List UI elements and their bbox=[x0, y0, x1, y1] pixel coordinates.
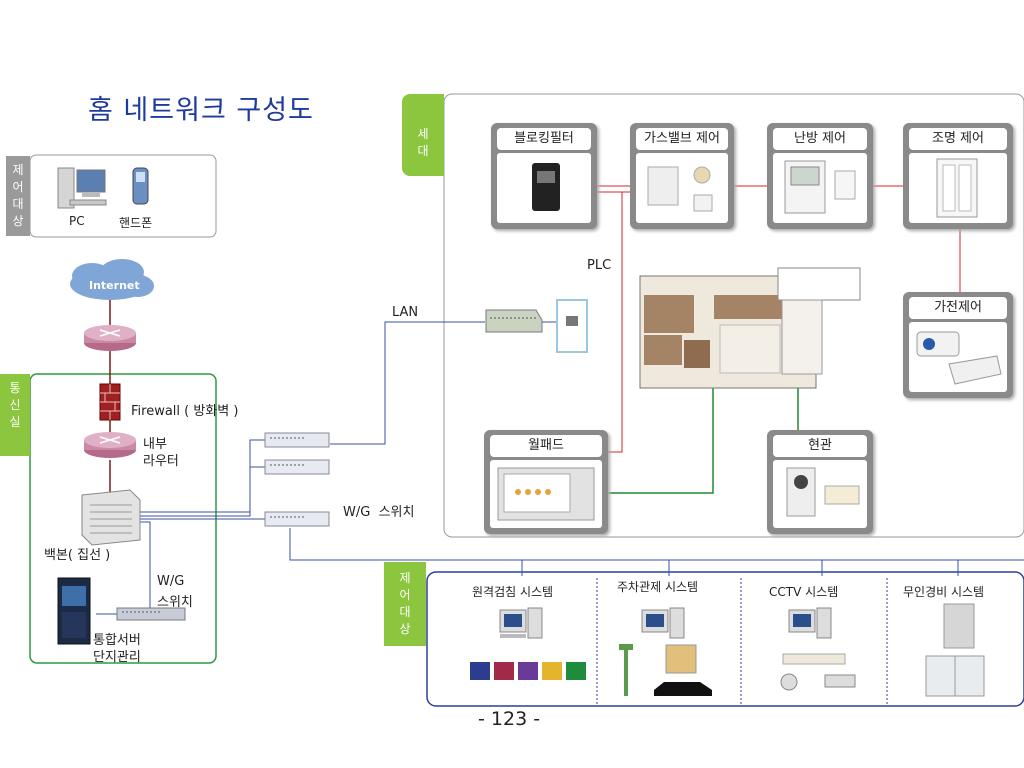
page-title: 홈 네트워크 구성도 bbox=[88, 95, 314, 126]
backbone-label: 백본( 집선 ) bbox=[44, 548, 111, 563]
blocking-filter-title: 블로킹필터 bbox=[497, 128, 591, 150]
wallpad-title: 월패드 bbox=[490, 435, 602, 457]
wg-switch-right-label: W/G 스위치 bbox=[343, 505, 415, 520]
entrance-title: 현관 bbox=[773, 435, 867, 457]
household-frame bbox=[443, 93, 1024, 538]
appliance-card: 가전제어 bbox=[903, 292, 1013, 398]
inner-router-label-2: 라우터 bbox=[143, 454, 179, 469]
thermostat-icon bbox=[784, 160, 856, 214]
blocking-filter-card: 블로킹필터 bbox=[491, 123, 597, 229]
server-label-2: 단지관리 bbox=[93, 650, 141, 665]
page-number: - 123 - bbox=[478, 708, 541, 730]
wallpad-icon bbox=[497, 467, 595, 521]
system-title-cctv: CCTV 시스템 bbox=[769, 585, 839, 599]
lighting-card: 조명 제어 bbox=[903, 123, 1013, 229]
system-title-metering: 원격검침 시스템 bbox=[472, 585, 554, 599]
gas-valve-title: 가스밸브 제어 bbox=[636, 128, 728, 150]
blocking-filter-icon bbox=[532, 163, 560, 211]
server-label-1: 통합서버 bbox=[93, 633, 141, 648]
firewall-label: Firewall ( 방화벽 ) bbox=[131, 404, 239, 419]
internet-label: Internet bbox=[89, 279, 140, 292]
wg-switch-left-label-2: 스위치 bbox=[157, 595, 193, 610]
gas-valve-icon bbox=[647, 166, 713, 212]
system-title-parking: 주차관제 시스템 bbox=[617, 580, 699, 594]
wg-switch-left-label-1: W/G bbox=[157, 574, 185, 589]
wallpad-card: 월패드 bbox=[484, 430, 608, 534]
heating-title: 난방 제어 bbox=[773, 128, 867, 150]
heating-card: 난방 제어 bbox=[767, 123, 873, 229]
entrance-card: 현관 bbox=[767, 430, 873, 534]
system-title-security: 무인경비 시스템 bbox=[903, 585, 985, 599]
door-camera-icon bbox=[786, 467, 860, 517]
appliance-title: 가전제어 bbox=[909, 297, 1007, 319]
plc-label: PLC bbox=[587, 258, 612, 273]
lighting-title: 조명 제어 bbox=[909, 128, 1007, 150]
inner-router-label-1: 내부 bbox=[143, 437, 167, 452]
light-switch-icon bbox=[936, 158, 978, 218]
systems-frame bbox=[426, 571, 1024, 707]
pc-label: PC bbox=[69, 214, 85, 228]
air-conditioner-icon bbox=[916, 331, 1002, 385]
phone-label: 핸드폰 bbox=[119, 216, 153, 230]
gas-valve-card: 가스밸브 제어 bbox=[630, 123, 734, 229]
lan-label: LAN bbox=[392, 305, 419, 320]
